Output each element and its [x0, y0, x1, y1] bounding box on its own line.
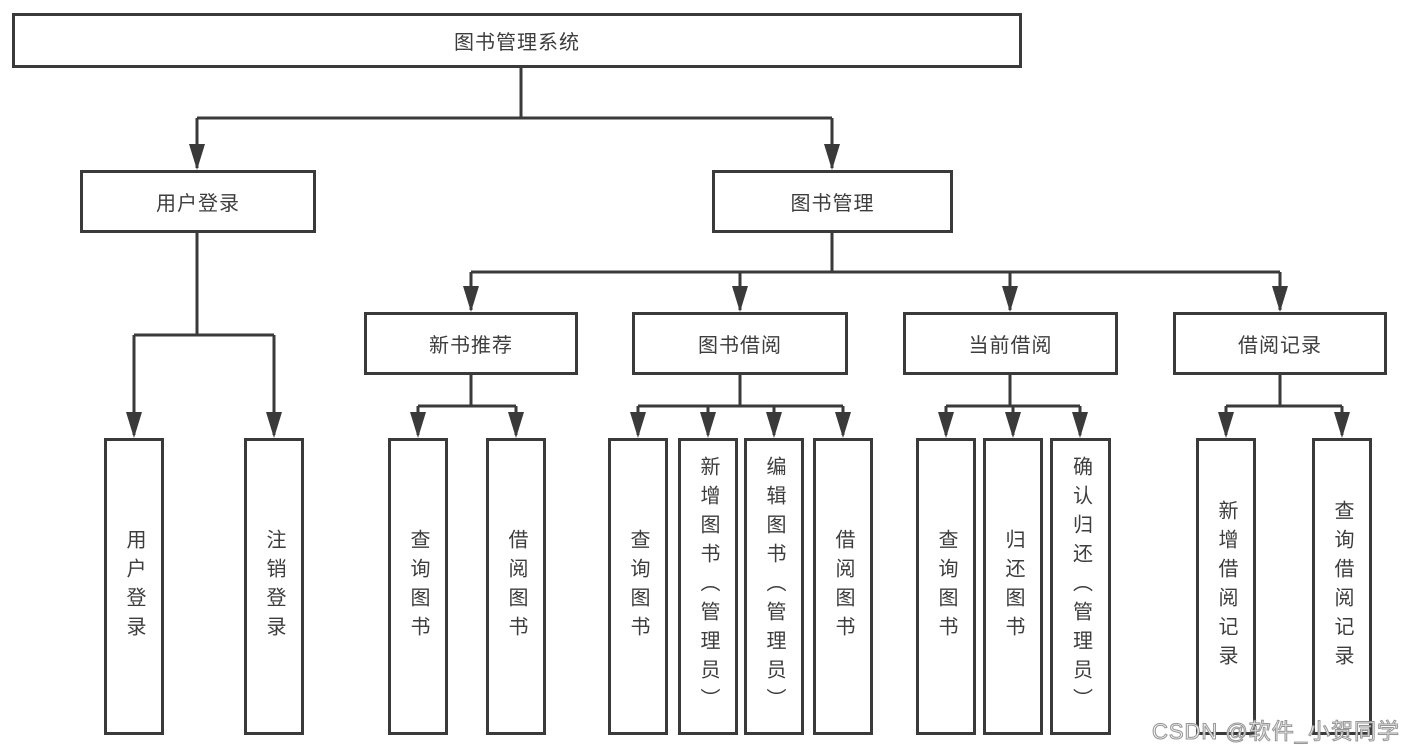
leaf-user-login: 用户登录 — [104, 438, 164, 735]
leaf-borrow-book-recommend: 借阅图书 — [486, 438, 546, 735]
node-borrow-records: 借阅记录 — [1173, 312, 1387, 375]
leaf-query-book-recommend: 查询图书 — [388, 438, 448, 735]
leaf-query-book-current: 查询图书 — [916, 438, 976, 735]
node-new-book-recommend: 新书推荐 — [364, 312, 578, 375]
node-book-management: 图书管理 — [712, 170, 953, 233]
leaf-return-book: 归还图书 — [983, 438, 1043, 735]
arrowheads — [126, 144, 1350, 438]
leaf-borrow-book: 借阅图书 — [813, 438, 873, 735]
node-user-login: 用户登录 — [80, 170, 316, 233]
leaf-confirm-return-admin: 确认归还（管理员） — [1050, 438, 1111, 735]
watermark: CSDN @软件_小贺同学 — [1151, 719, 1400, 745]
node-current-borrow: 当前借阅 — [903, 312, 1118, 375]
node-book-borrow: 图书借阅 — [632, 312, 848, 375]
leaf-edit-book-admin: 编辑图书（管理员） — [744, 438, 804, 735]
leaf-query-borrow-record: 查询借阅记录 — [1312, 438, 1372, 735]
leaf-add-book-admin: 新增图书（管理员） — [678, 438, 738, 735]
leaf-logout: 注销登录 — [244, 438, 304, 735]
leaf-query-book-borrow: 查询图书 — [608, 438, 668, 735]
node-root-library-system: 图书管理系统 — [12, 13, 1022, 68]
connector-paths — [132, 68, 1344, 435]
leaf-add-borrow-record: 新增借阅记录 — [1196, 438, 1256, 735]
